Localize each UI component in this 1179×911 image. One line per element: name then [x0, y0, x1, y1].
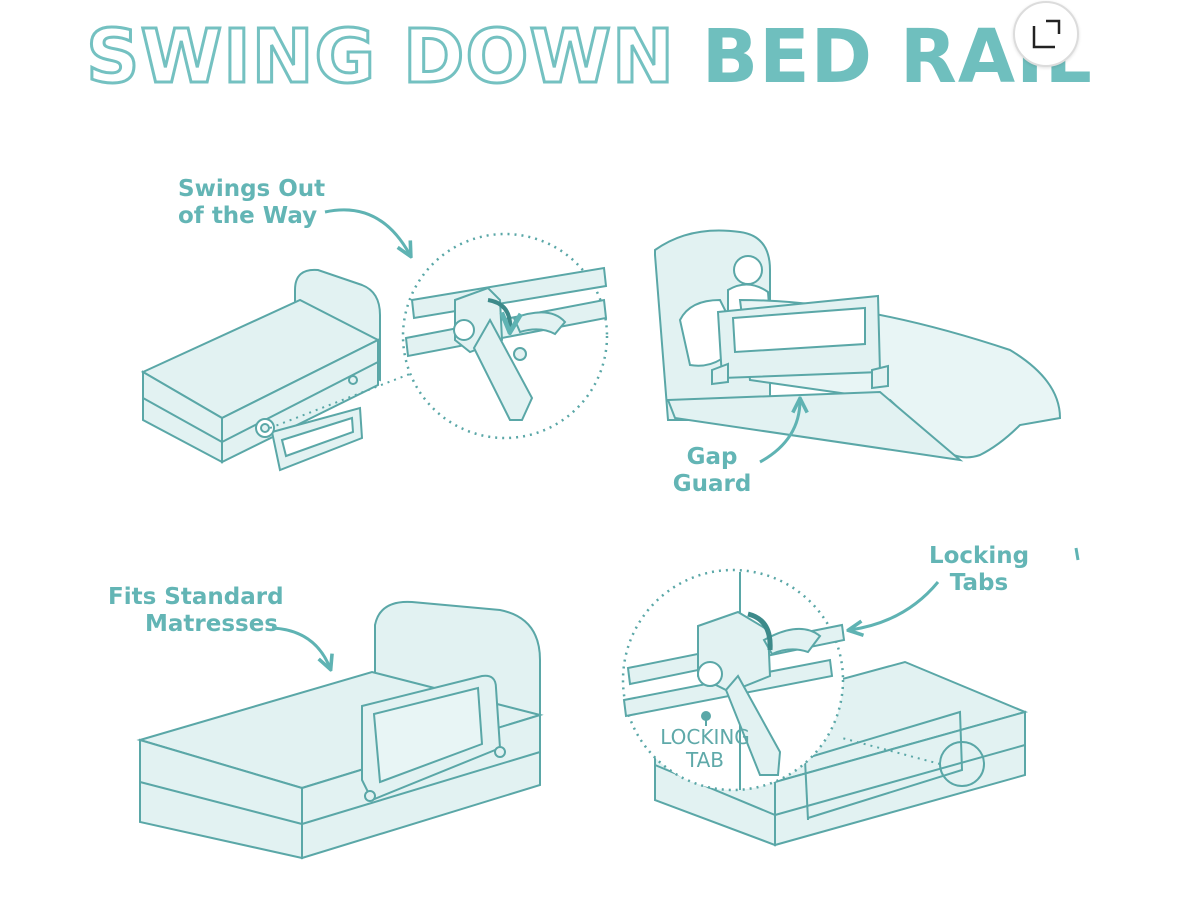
callout-locking-tabs-line1: Locking	[928, 543, 1030, 569]
locking-tabs-arrow	[850, 581, 940, 630]
gap-guard-arrow	[759, 400, 800, 464]
callout-swings-out: Swings Out of the Way	[178, 176, 325, 230]
callout-fits-standard-line1: Fits Standard	[108, 584, 284, 610]
swings-out-arrow	[324, 208, 410, 255]
fits-standard-arrow	[271, 626, 330, 668]
bed-swing-out	[140, 268, 381, 472]
bed-standard-mattress	[136, 600, 544, 860]
title-part-outline: SWING DOWN	[85, 13, 676, 102]
callout-gap-guard: Gap Guard	[668, 444, 756, 498]
tab-connector	[841, 737, 941, 765]
callout-locking-tab-line1: LOCKING	[660, 725, 750, 749]
callout-locking-tab: LOCKING TAB	[660, 726, 750, 772]
callout-swings-out-line1: Swings Out	[178, 176, 326, 202]
callout-swings-out-line2: of the Way	[178, 203, 318, 229]
expand-icon	[1032, 19, 1061, 49]
callout-locking-tabs: Locking Tabs	[926, 543, 1032, 597]
callout-locking-tabs-line2: Tabs	[949, 570, 1009, 596]
edge-mark	[1074, 547, 1080, 561]
locking-tab-detail-circle	[621, 568, 846, 792]
callout-gap-guard-line1: Gap	[686, 444, 738, 470]
detail-connector	[269, 369, 421, 429]
callout-fits-standard-line2: Matresses	[144, 611, 278, 637]
callout-gap-guard-line2: Guard	[672, 471, 752, 497]
callout-fits-standard: Fits Standard Matresses	[108, 584, 284, 638]
callout-locking-tab-line2: TAB	[685, 748, 725, 772]
expand-button[interactable]	[1013, 1, 1079, 67]
hinge-detail-circle	[401, 232, 609, 440]
bed-gap-guard	[654, 229, 1062, 462]
